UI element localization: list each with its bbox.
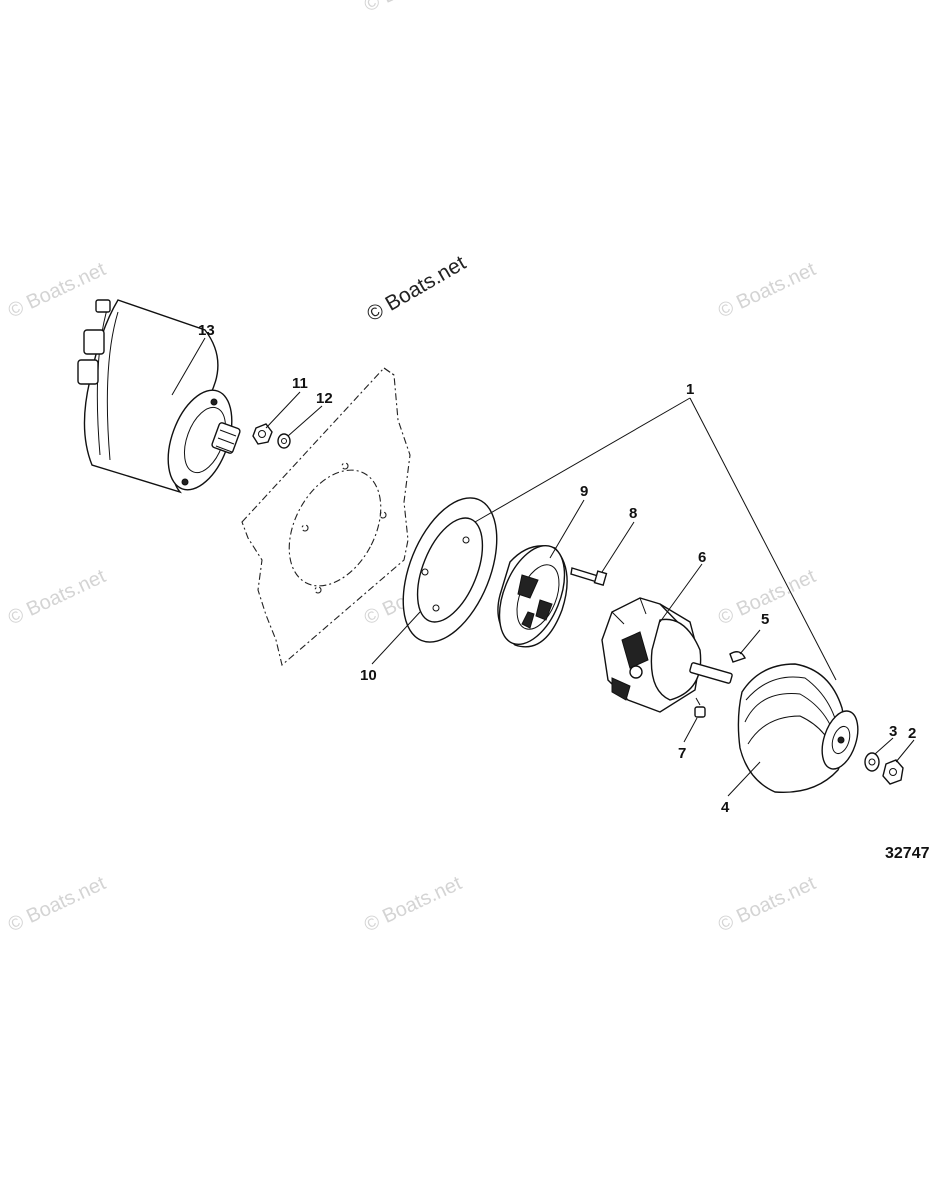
figure-number: 32747: [885, 845, 930, 862]
leader-line-13: [171, 337, 206, 396]
leader-line-8: [601, 521, 635, 573]
watermark: © Boats.net: [5, 565, 110, 629]
leader-lines: [171, 337, 915, 797]
callout-4: 4: [721, 799, 730, 816]
callout-8: 8: [629, 505, 637, 522]
leader-line-7: [683, 717, 698, 743]
watermark: © Boats.net: [361, 872, 466, 936]
bell-housing: [737, 663, 859, 794]
leader-line-9: [549, 499, 585, 559]
callout-3: 3: [889, 723, 897, 740]
transom-plate: [241, 367, 411, 667]
adaptor-ring: [497, 544, 568, 648]
callout-12: 12: [316, 390, 333, 407]
watermark: © Boats.net: [715, 872, 820, 936]
leader-line-2: [895, 739, 915, 763]
leader-line-3: [874, 737, 894, 755]
screw: [694, 697, 706, 718]
callout-6: 6: [698, 549, 706, 566]
callout-5: 5: [761, 611, 769, 628]
callout-10: 10: [360, 667, 377, 684]
gasket: [402, 497, 498, 643]
watermark: © Boats.net: [361, 0, 466, 17]
leader-line-4: [727, 761, 761, 797]
bolt: [570, 567, 608, 587]
callout-13: 13: [198, 322, 215, 339]
leader-line-1a: [474, 397, 691, 523]
leader-line-11: [265, 391, 301, 429]
callout-9: 9: [580, 483, 588, 500]
watermark: © Boats.net: [5, 258, 110, 322]
callout-2: 2: [908, 725, 916, 742]
motor-assembly: [77, 299, 241, 494]
callout-1: 1: [686, 381, 694, 398]
callout-7: 7: [678, 745, 686, 762]
nut-and-washer: [252, 423, 291, 449]
watermark: © Boats.net: [715, 258, 820, 322]
leader-line-12: [287, 405, 323, 437]
woodruff-key: [729, 651, 746, 663]
leader-line-5: [739, 629, 761, 655]
washer-and-nut: [864, 752, 904, 785]
leader-line-6: [659, 563, 703, 623]
callouts: 1 2 3 4 5 6 7 8 9 10 11 12 13: [198, 322, 916, 816]
main-watermark: © Boats.net: [363, 251, 470, 326]
leader-line-1b: [689, 397, 837, 681]
watermark: © Boats.net: [5, 872, 110, 936]
callout-11: 11: [292, 375, 308, 392]
pump-housing: [601, 597, 733, 713]
leader-line-10: [371, 611, 421, 665]
